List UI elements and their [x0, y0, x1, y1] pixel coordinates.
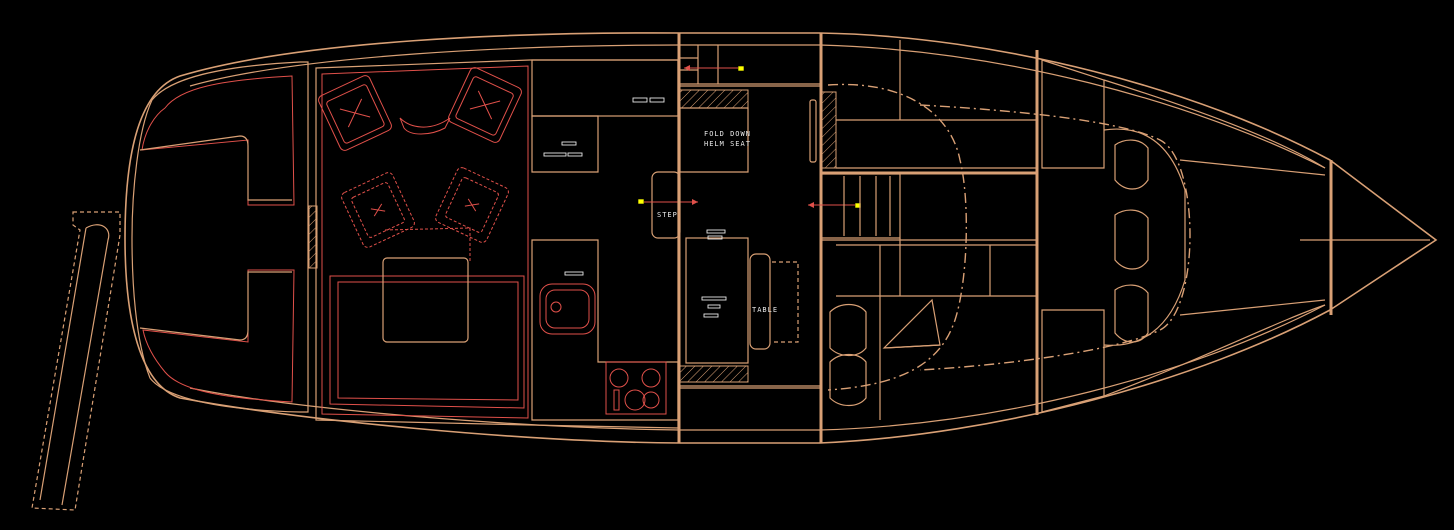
cooktop — [605, 361, 667, 415]
table-fold-outline — [384, 227, 471, 262]
armchair-right — [448, 67, 522, 143]
helm-seat-label-line2: HELM SEAT — [704, 140, 751, 148]
dinette: TABLE — [679, 229, 799, 383]
armchair-left — [318, 75, 392, 151]
stairs-aft — [680, 45, 745, 84]
stern-lounge — [131, 61, 318, 413]
cockpit — [315, 59, 679, 429]
swim-ladder — [31, 211, 121, 511]
forward-cabin — [822, 40, 1430, 420]
armchair-dashed-right — [435, 167, 509, 243]
cockpit-table — [382, 257, 469, 343]
cabin-chairs — [829, 298, 941, 407]
v-berth-outline — [919, 104, 1191, 371]
armchair-dashed-left — [341, 172, 415, 248]
galley — [531, 59, 679, 421]
step-block — [637, 171, 698, 239]
step-label: STEP — [657, 211, 678, 219]
bulkhead-curve — [827, 83, 967, 391]
helm-seat: FOLD DOWN HELM SEAT — [679, 89, 837, 173]
table-label: TABLE — [752, 306, 778, 314]
helm-seat-label-line1: FOLD DOWN — [704, 130, 751, 138]
forward-seats — [1114, 139, 1149, 343]
main-bulkhead — [677, 33, 823, 443]
